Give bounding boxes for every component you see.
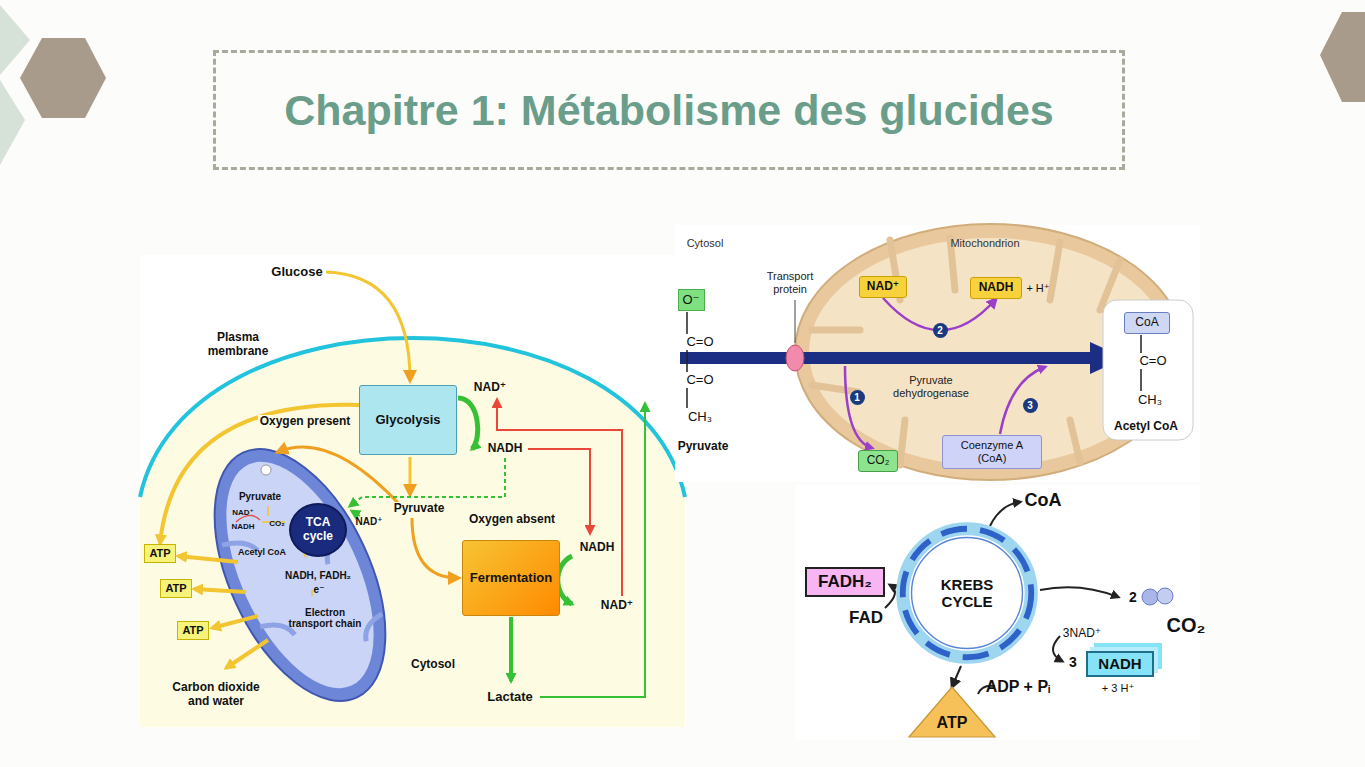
process-box: Glycolysis — [359, 385, 457, 455]
node-text: Fermentation — [470, 571, 552, 586]
co2-molecule — [1142, 589, 1158, 605]
text-label: NADH, FADH₂ — [285, 570, 351, 582]
product-box: FADH₂ — [805, 567, 885, 597]
atp-triangle: ATP — [909, 687, 995, 737]
product-box: CO₂ — [858, 450, 898, 472]
tca-circle: TCA cycle — [289, 503, 347, 557]
plasma-membrane — [140, 338, 685, 497]
node-text: NADH — [979, 281, 1014, 295]
text-label: CO₂ — [269, 519, 285, 528]
node-text: ATP — [165, 582, 186, 595]
text-label: Lactate — [487, 690, 533, 705]
text-label: Mitochondrion — [950, 237, 1019, 250]
text-label: Transport protein — [755, 270, 825, 295]
text-label: NAD⁺ — [356, 516, 383, 528]
text-label: NADH — [488, 442, 523, 456]
text-label: 3NAD⁺ — [1063, 627, 1101, 641]
text-label: CoA — [1025, 490, 1062, 511]
text-label: Pyruvate — [392, 502, 447, 516]
text-label: C=O — [686, 335, 713, 350]
text-label: 3 — [1023, 398, 1038, 413]
text-label: Cytosol — [687, 237, 724, 250]
atp-box: ATP — [177, 621, 209, 640]
bonds — [687, 312, 1141, 408]
text-label: Carbon dioxide and water — [166, 681, 266, 709]
text-label: 3 — [1069, 654, 1077, 670]
node-text: CoA — [1135, 316, 1158, 330]
text-label: Pyruvate dehydrogenase — [876, 374, 986, 399]
text-label: Pyruvate — [239, 491, 281, 503]
pore — [261, 465, 271, 475]
node-text: Coenzyme A (CoA) — [947, 439, 1037, 464]
title: Chapitre 1: Métabolisme des glucides — [284, 86, 1053, 135]
text-label: NAD⁺ — [601, 599, 633, 613]
coenzyme-box: CoA — [1124, 312, 1170, 334]
text-label: NADH — [580, 541, 615, 555]
cofactor-box: NADH — [970, 277, 1022, 299]
coenzyme-box: Coenzyme A (CoA) — [942, 435, 1042, 469]
molecule-frame — [1103, 300, 1193, 440]
transport-arrow — [680, 342, 1125, 374]
connector-arrow — [952, 666, 961, 687]
node-text: CO₂ — [867, 454, 890, 468]
panel — [795, 485, 1200, 740]
text-label: CH₃ — [688, 410, 712, 425]
text-label: 1 — [850, 390, 865, 405]
text-label: CO₂ — [1167, 614, 1206, 637]
transport-protein — [786, 345, 804, 371]
leader-line — [795, 300, 796, 343]
text-label: Oxygen absent — [469, 513, 555, 527]
text-label: Acetyl CoA — [238, 547, 286, 557]
product-box: NADH — [1086, 651, 1154, 677]
process-box: Fermentation — [462, 540, 560, 616]
highlight-box: O⁻ — [678, 289, 705, 311]
text-label: Pyruvate — [678, 440, 729, 454]
text-label: C=O — [1139, 354, 1166, 369]
text-label: + H⁺ — [1026, 282, 1049, 295]
connector-arrow — [160, 405, 359, 544]
node-text: ATP — [149, 547, 170, 560]
node-text: ATP — [182, 624, 203, 637]
pathway-arrows — [178, 272, 645, 697]
text-label: NAD⁺ — [474, 381, 506, 395]
cofactor-box: NAD⁺ — [859, 276, 907, 298]
krebs-arrows — [885, 502, 1118, 694]
text-label: 2 — [1129, 589, 1137, 605]
text-label: + 3 H⁺ — [1102, 682, 1134, 695]
co2-molecule — [1157, 588, 1173, 604]
node-text: NADH — [1098, 655, 1141, 672]
text-label: Glucose — [271, 265, 322, 280]
cytosol-area — [140, 338, 685, 727]
callout-number: 2 — [933, 323, 948, 338]
text-label: NAD⁺ — [232, 508, 254, 517]
text-label: FAD — [849, 608, 883, 628]
node-text: O⁻ — [683, 293, 700, 308]
text-label: C=O — [686, 373, 713, 388]
panel — [140, 255, 686, 727]
text-label: NADH — [231, 522, 254, 531]
node-text: FADH₂ — [818, 572, 872, 592]
panel — [675, 225, 1200, 482]
text-label: Cytosol — [411, 658, 455, 672]
atp-box: ATP — [144, 544, 176, 563]
node-text: TCA cycle — [294, 516, 342, 544]
atp-box: ATP — [160, 579, 192, 598]
node-text: KREBS CYCLE — [927, 576, 1007, 611]
node-text: Glycolysis — [375, 413, 440, 428]
text-label: Acetyl CoA — [1114, 420, 1178, 434]
decor-hexagons — [0, 5, 1365, 165]
cycle-ring: KREBS CYCLE — [894, 520, 1040, 666]
text-label: Oxygen present — [258, 415, 353, 429]
text-label: CH₃ — [1138, 393, 1162, 408]
text-label: e⁻ — [314, 584, 325, 596]
node-text: NAD⁺ — [867, 280, 899, 294]
node-text: ATP — [937, 714, 968, 732]
text-label: Electron transport chain — [285, 607, 365, 630]
text-label: ADP + Pᵢ — [986, 678, 1051, 696]
text-label: Plasma membrane — [198, 331, 278, 359]
